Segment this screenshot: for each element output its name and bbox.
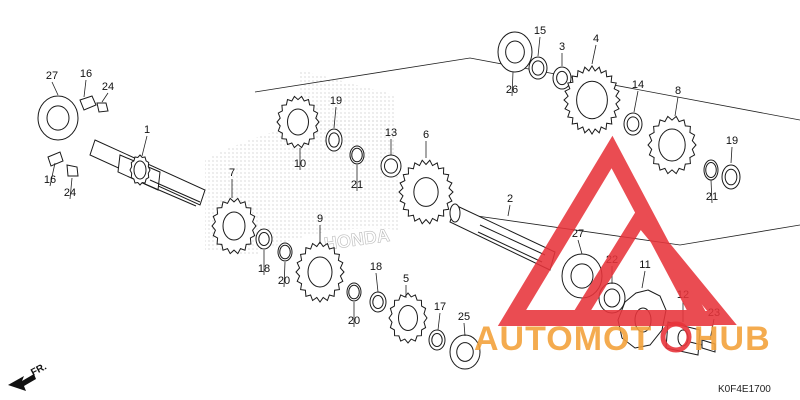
leader-line <box>537 36 541 57</box>
gear-part-5 <box>388 292 428 344</box>
callout-number: 7 <box>229 167 235 179</box>
callout-number: 27 <box>572 228 584 240</box>
callout-number: 24 <box>102 81 114 93</box>
washer-part-17 <box>428 329 446 351</box>
callout-number: 20 <box>348 315 360 327</box>
callout-number: 21 <box>706 191 718 203</box>
gear-part-7 <box>211 197 257 255</box>
leader-line <box>83 79 87 98</box>
callout-number: 9 <box>317 213 323 225</box>
callout-number: 2 <box>507 193 513 205</box>
callout-leader-lines <box>49 36 733 341</box>
gear-part-9 <box>295 241 345 303</box>
callout-number: 20 <box>278 275 290 287</box>
gear-part-4 <box>563 65 621 135</box>
leader-line <box>511 71 514 97</box>
leader-line <box>730 146 733 164</box>
callout-number: 26 <box>506 84 518 96</box>
callout-number: 16 <box>44 174 56 186</box>
leader-line <box>591 44 597 65</box>
leader-line <box>437 312 441 331</box>
washer-part-18-upper <box>255 228 273 250</box>
leader-line <box>577 239 583 255</box>
bolt-part-24-lower <box>66 164 79 177</box>
watermark-inner-triangle <box>565 205 737 325</box>
diagram-code: K0F4E1700 <box>718 384 771 395</box>
washer-part-19-lower <box>721 164 741 190</box>
watermark-gear-icon <box>660 321 692 353</box>
callout-number: 6 <box>423 129 429 141</box>
bolt-part-24-upper <box>96 102 109 113</box>
circlip-part-20-upper <box>277 242 293 262</box>
washer-part-14 <box>623 112 643 136</box>
callout-number: 19 <box>726 135 738 147</box>
countershaft-group-outline <box>254 57 800 121</box>
callout-number: 25 <box>458 311 470 323</box>
bolt-part-23 <box>689 339 716 353</box>
leader-line <box>141 135 148 157</box>
callout-number: 17 <box>434 301 446 313</box>
callout-number: 3 <box>559 41 565 53</box>
callout-number: 27 <box>46 70 58 82</box>
watermark-brand-right: HUB <box>694 320 771 358</box>
retainer-part-16-upper <box>79 95 97 111</box>
leader-line <box>507 204 511 217</box>
leader-line <box>463 322 466 337</box>
bearing-part-27-upper <box>37 95 79 141</box>
leader-line <box>51 81 59 96</box>
callout-number: 19 <box>330 95 342 107</box>
front-marker-label: FR. <box>29 361 49 378</box>
bushing-part-13 <box>380 154 402 178</box>
watermark-logo <box>497 135 737 326</box>
gear-part-8 <box>647 115 697 175</box>
leader-line <box>710 179 713 204</box>
callout-number: 5 <box>403 273 409 285</box>
bushing-part-3 <box>552 66 572 90</box>
bearing-part-26 <box>497 31 533 73</box>
callout-number: 11 <box>639 259 650 271</box>
front-direction-marker: FR. <box>8 361 49 391</box>
washer-part-19-upper <box>325 128 343 152</box>
countershaft-group-outline-lower <box>469 214 800 246</box>
leader-line <box>69 177 73 200</box>
gear-part-10 <box>276 95 320 149</box>
callout-number: 21 <box>351 179 363 191</box>
leader-line <box>375 272 379 293</box>
leader-line <box>333 106 337 129</box>
callout-number: 13 <box>385 127 397 139</box>
leader-line <box>283 261 286 288</box>
callout-number: 24 <box>64 187 76 199</box>
leader-line <box>633 90 639 113</box>
circlip-part-21-lower <box>703 159 719 181</box>
callout-number: 18 <box>370 261 382 273</box>
callout-number: 1 <box>144 124 150 136</box>
circlip-part-20-lower <box>346 282 362 302</box>
leader-line <box>641 270 646 289</box>
callout-number: 10 <box>294 158 306 170</box>
circlip-part-21-upper <box>349 145 365 165</box>
watermark-brand-left: AUTOMOT <box>474 320 652 358</box>
callout-number: 4 <box>593 33 599 45</box>
gear-part-6 <box>398 159 454 225</box>
washer-part-18-lower <box>369 291 387 313</box>
callout-number: 15 <box>534 25 546 37</box>
leader-line <box>674 96 679 117</box>
callout-number: 18 <box>258 263 270 275</box>
callout-number: 14 <box>632 79 644 91</box>
callout-number: 8 <box>675 85 681 97</box>
leader-line <box>49 162 56 187</box>
gear-part-1-teeth <box>129 154 151 186</box>
leader-line <box>101 92 109 103</box>
retainer-part-16-lower <box>47 151 64 167</box>
callout-number: 16 <box>80 68 92 80</box>
washer-part-15 <box>528 56 548 80</box>
